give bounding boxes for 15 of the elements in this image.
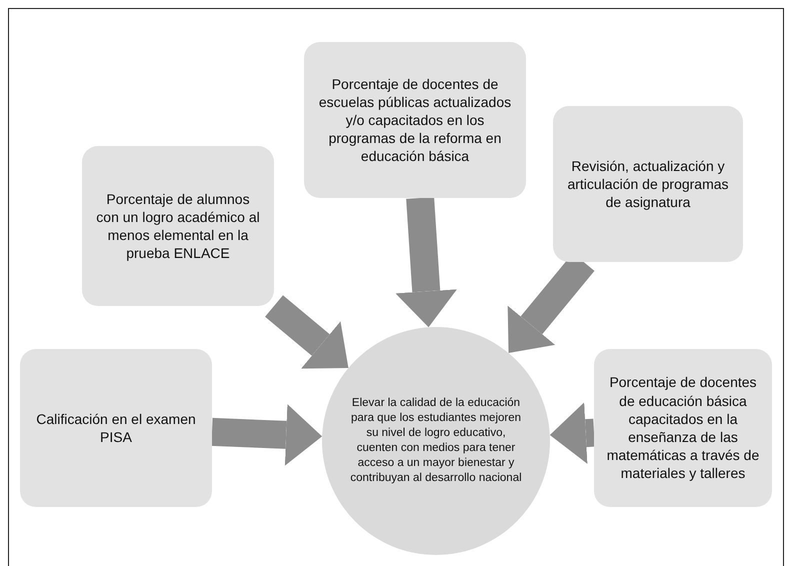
goal-text: Elevar la calidad de la educación para que los estudiantes mejoren su nivel de logro educativo, cuenten con medios para tener acceso a un mayor bienestar y contribuyan al desarrollo nacional bbox=[349, 396, 523, 486]
block-arrow bbox=[211, 404, 322, 466]
indicator-box bbox=[594, 349, 772, 507]
block-arrow bbox=[265, 295, 348, 369]
indicator-text: Calificación en el examen PISA bbox=[35, 410, 197, 446]
indicator-text: Porcentaje de docentes de educación básica capacitados en la enseñanza de las matemáticas a través de materiales y talleres bbox=[606, 373, 760, 483]
block-arrow bbox=[550, 402, 595, 464]
indicator-text: Porcentaje de alumnos con un logro académico al menos elemental en la prueba ENLACE bbox=[95, 190, 261, 262]
indicator-text: Porcentaje de docentes de escuelas públicas actualizados y/o capacitados en los programas de la reforma en educación básica bbox=[318, 74, 512, 166]
indicator-box bbox=[20, 349, 212, 507]
indicator-box bbox=[553, 106, 743, 262]
indicator-box bbox=[304, 42, 526, 198]
block-arrow bbox=[395, 197, 457, 328]
indicator-box bbox=[82, 146, 274, 306]
indicator-text: Revisión, actualización y articulación de programas de asignatura bbox=[566, 156, 730, 212]
